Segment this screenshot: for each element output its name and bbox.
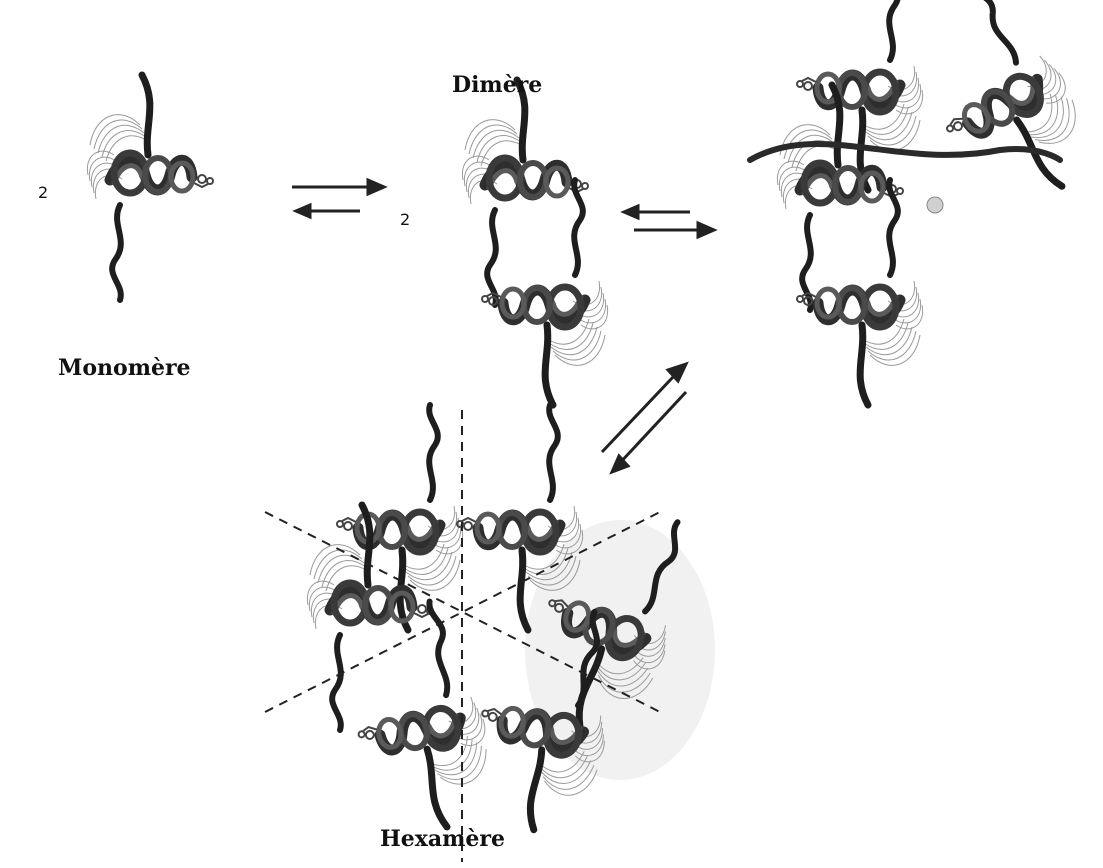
arrows-monomer-dimer	[292, 180, 384, 217]
arrows-dimer-tetramer	[624, 206, 714, 237]
hexamer-structure	[265, 405, 715, 862]
hexamer-label: Hexamère	[380, 826, 505, 852]
arrows-tetramer-hexamer	[602, 364, 686, 472]
dimer-structure	[462, 80, 607, 405]
tetramer-structure	[750, 0, 1103, 405]
monomer-stoichiometry: 2	[38, 183, 48, 202]
dimer-stoichiometry: 2	[400, 210, 410, 229]
dimer-label: Dimère	[452, 72, 542, 98]
zinc-ion	[927, 197, 943, 213]
monomer-structure	[87, 75, 213, 300]
monomer-label: Monomère	[58, 355, 191, 381]
